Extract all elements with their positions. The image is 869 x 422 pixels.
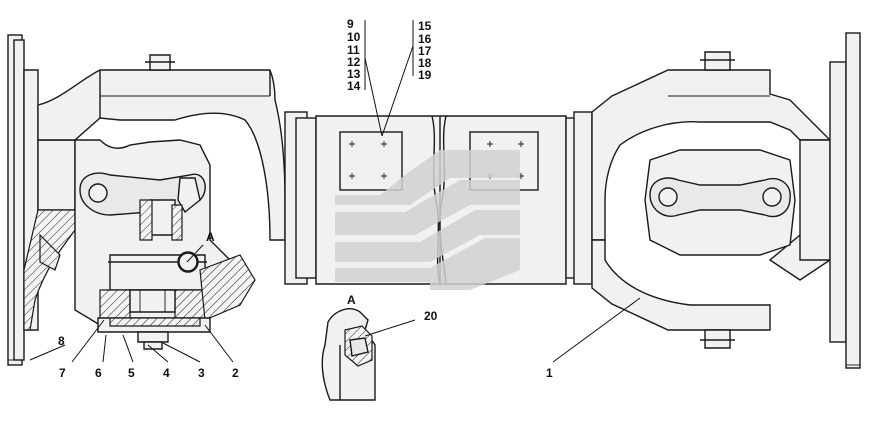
left-bearing-cup xyxy=(97,252,256,350)
callout-4: 4 xyxy=(163,366,170,380)
callout-10: 10 xyxy=(347,30,361,44)
callout-7: 7 xyxy=(59,366,66,380)
callout-12: 12 xyxy=(347,55,361,69)
callout-16: 16 xyxy=(418,32,432,46)
callout-15: 15 xyxy=(418,19,432,33)
left-spider xyxy=(79,172,206,241)
detail-a-marker xyxy=(177,251,199,273)
callout-20: 20 xyxy=(424,309,438,323)
detail-a-label: A xyxy=(206,230,215,244)
callout-13: 13 xyxy=(347,67,361,81)
leader-lines xyxy=(29,20,641,363)
callout-8: 8 xyxy=(58,334,65,348)
right-spider xyxy=(644,149,796,256)
callout-17: 17 xyxy=(418,44,432,58)
callout-3: 3 xyxy=(198,366,205,380)
callout-1: 1 xyxy=(546,366,553,380)
left-flange xyxy=(7,34,76,366)
callout-19: 19 xyxy=(418,68,432,82)
callout-2: 2 xyxy=(232,366,239,380)
callouts: 9 10 11 12 13 14 15 16 17 18 19 A A 20 8… xyxy=(58,17,553,380)
callout-18: 18 xyxy=(418,56,432,70)
callout-9: 9 xyxy=(347,17,354,31)
detail-a-view xyxy=(321,308,376,401)
callout-5: 5 xyxy=(128,366,135,380)
callout-6: 6 xyxy=(95,366,102,380)
callout-11: 11 xyxy=(347,43,360,57)
callout-14: 14 xyxy=(347,79,361,93)
right-flange xyxy=(799,32,861,369)
watermark-logo xyxy=(335,150,520,290)
detail-a-view-label: A xyxy=(347,293,356,307)
